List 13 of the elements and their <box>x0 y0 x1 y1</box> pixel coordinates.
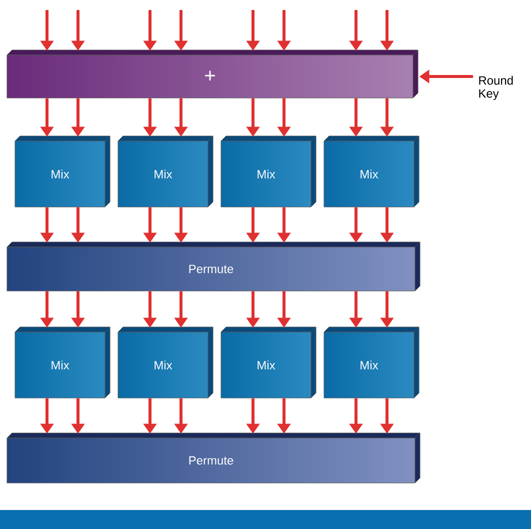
mix-box: Mix <box>14 136 110 208</box>
mix-box: Mix <box>220 326 316 398</box>
permute-bar: Permute <box>6 242 420 292</box>
mix-box: Mix <box>118 136 214 208</box>
permute-bar: Permute <box>6 432 420 484</box>
adder-bar: + <box>6 50 418 98</box>
mix-box: Mix <box>14 326 110 398</box>
mix-box: Mix <box>118 326 214 398</box>
mix-box: Mix <box>324 326 420 398</box>
mix-box: Mix <box>324 136 420 208</box>
mix-box: Mix <box>220 136 316 208</box>
side-label: Round Key <box>479 76 513 100</box>
footer-band <box>0 510 531 529</box>
